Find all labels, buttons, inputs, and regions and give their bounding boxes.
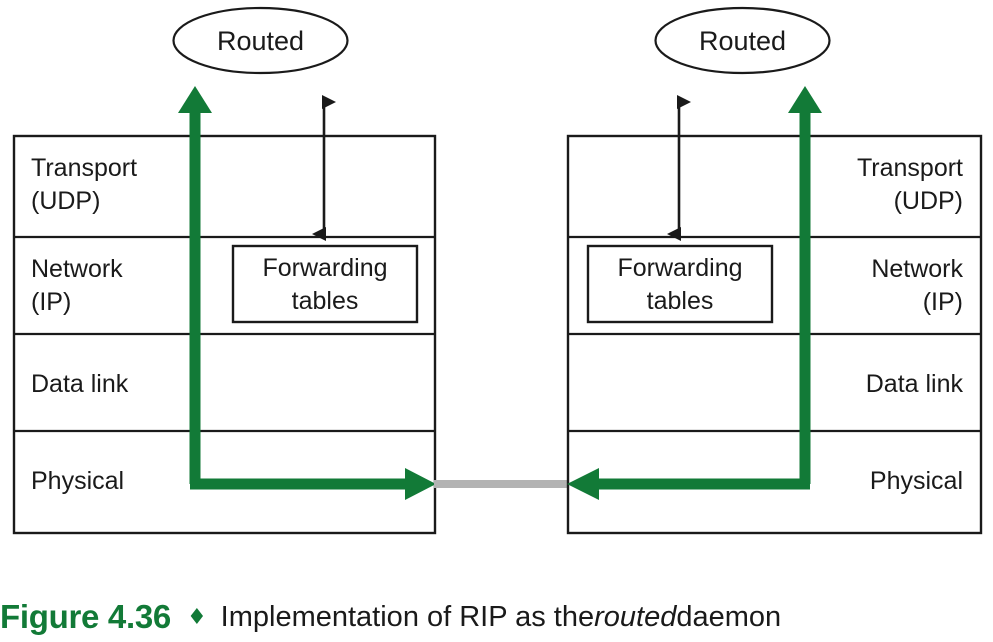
left-routed-label: Routed — [216, 26, 305, 56]
left-forwarding-tables-box — [231, 244, 419, 324]
figure-number: Figure 4.36 — [0, 598, 171, 635]
left-layer-physical-line1: Physical — [31, 467, 125, 495]
left-host-group — [12, 6, 437, 535]
left-green-arrowhead-right — [405, 468, 436, 500]
caption-text-after: daemon — [676, 600, 782, 633]
physical-link-wire — [434, 480, 569, 488]
right-routed-oval — [654, 6, 831, 75]
right-green-arrowhead-up — [788, 86, 822, 113]
right-forwarding-tables-box — [586, 244, 774, 324]
left-layer-transport-line1: Transport — [31, 154, 138, 182]
left-green-arrowhead-up — [178, 86, 212, 113]
right-layer-datalink-line1: Data link — [865, 370, 963, 398]
protocol-stack-diagram — [12, 6, 983, 535]
right-layer-network-line2: (IP) — [922, 288, 963, 316]
right-green-arrowhead-left — [567, 468, 599, 500]
left-forwarding-tables-line2: tables — [291, 287, 359, 315]
right-layer-transport-line2: (UDP) — [893, 187, 963, 215]
right-forwarding-tables-line2: tables — [646, 287, 714, 315]
left-layer-network-line1: Network — [31, 255, 123, 283]
right-forwarding-tables-line1: Forwarding — [617, 254, 743, 282]
right-routed-label: Routed — [698, 26, 787, 56]
right-layer-network-line1: Network — [871, 255, 963, 283]
left-layer-network-line2: (IP) — [31, 288, 72, 316]
left-layer-datalink-line1: Data link — [31, 370, 129, 398]
left-routed-oval — [172, 6, 349, 75]
left-layer-transport-line2: (UDP) — [31, 187, 101, 215]
right-layer-physical-line1: Physical — [869, 467, 963, 495]
left-forwarding-tables-line1: Forwarding — [262, 254, 388, 282]
right-layer-transport-line1: Transport — [856, 154, 963, 182]
caption-text-before: Implementation of RIP as the — [220, 600, 595, 633]
diamond-icon: ♦ — [186, 604, 207, 630]
caption-text-italic: routed — [594, 600, 677, 633]
figure-caption: Figure 4.36 ♦ Implementation of RIP as t… — [0, 592, 993, 642]
right-host-group — [566, 6, 983, 535]
